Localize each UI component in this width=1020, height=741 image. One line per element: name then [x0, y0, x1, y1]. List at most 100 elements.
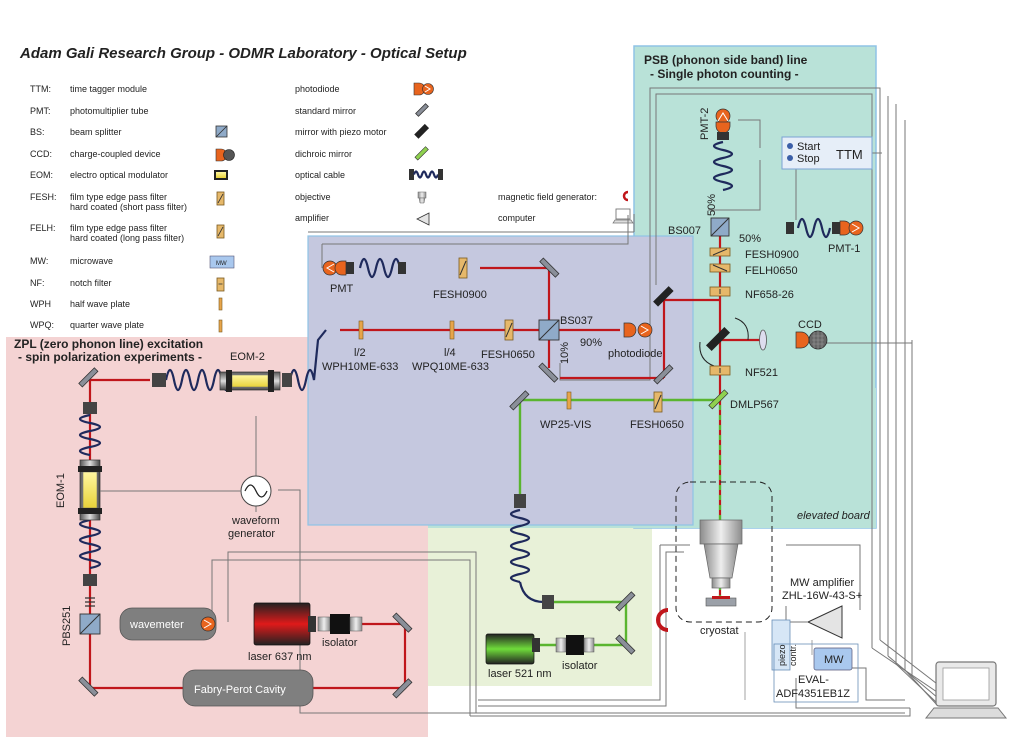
piezo-label-2: contr.	[788, 644, 798, 666]
mw-amplifier	[806, 605, 843, 639]
cryostat-label: cryostat	[700, 625, 739, 637]
start-label: Start	[797, 141, 820, 153]
pmt2-label: PMT-2	[699, 108, 711, 140]
wph-label: WPH10ME-633	[322, 361, 398, 373]
legend-item: standard mirror	[295, 106, 356, 116]
legend-desc: electro optical modulator	[70, 170, 168, 180]
ttm-label: TTM	[836, 147, 863, 162]
laser-637	[253, 602, 316, 646]
fabry-perot-label: Fabry-Perot Cavity	[194, 684, 286, 696]
mirror	[392, 612, 413, 633]
piezo-mirror	[653, 286, 674, 307]
svg-text:MW: MW	[216, 261, 227, 267]
bs037-label: BS037	[560, 315, 593, 327]
pmt-label: PMT	[330, 283, 354, 295]
half-wave-plate-icon	[218, 297, 223, 311]
eval-label-2: ADF4351EB1Z	[776, 688, 850, 700]
psb-title: PSB (phonon side band) line	[644, 53, 808, 67]
pct90-label: 90%	[580, 337, 602, 349]
half-wave-plate	[358, 320, 364, 340]
zpl-subtitle: - spin polarization experiments -	[18, 350, 202, 364]
photodiode-label: photodiode	[608, 348, 662, 360]
legend-abbr: FESH:	[30, 192, 57, 202]
legend-abbr: TTM:	[30, 84, 51, 94]
lens	[759, 329, 767, 351]
mirror	[78, 367, 99, 388]
mirror	[509, 390, 530, 411]
fesh0650b-label: FESH0650	[630, 419, 684, 431]
piezo-mirror-icon	[414, 123, 430, 139]
zpl-title: ZPL (zero phonon line) excitation	[14, 337, 203, 351]
eom-1	[78, 402, 102, 607]
rotation-arrows	[699, 317, 749, 367]
legend-desc: film type edge pass filter	[70, 223, 167, 233]
legend-desc2: hard coated (long pass filter)	[70, 233, 184, 243]
laser637-label: laser 637 nm	[248, 651, 312, 663]
eom2-label: EOM-2	[230, 351, 265, 363]
microwave-icon	[209, 255, 235, 269]
pmt-2	[715, 108, 731, 140]
fesh0900a-label: FESH0900	[745, 249, 799, 261]
signal-wires	[211, 87, 946, 717]
mirror	[539, 257, 560, 278]
isolator-1	[317, 614, 363, 634]
amplifier-icon	[416, 212, 430, 226]
psb-subtitle: - Single photon counting -	[650, 67, 799, 81]
objective-icon	[417, 191, 427, 204]
pmt	[322, 260, 406, 276]
piezo-controller	[771, 619, 791, 671]
mirror	[392, 678, 413, 699]
ccd-label: CCD	[798, 319, 822, 331]
pbs-label: PBS251	[61, 606, 73, 646]
page-title: Adam Gali Research Group - ODMR Laborato…	[19, 45, 467, 62]
notch-filter-icon	[216, 277, 225, 292]
isolator-2	[555, 635, 595, 655]
legend-item: optical cable	[295, 170, 345, 180]
beam-splitters	[79, 217, 730, 635]
felh0650-label: FELH0650	[745, 265, 798, 277]
standard-mirror-icon	[415, 103, 429, 117]
mirror	[653, 364, 674, 385]
filters	[358, 247, 767, 413]
legend-desc: microwave	[70, 256, 113, 266]
legend-mid: photodiode standard mirror mirror with p…	[295, 84, 387, 223]
quarter-wave-label: l/4	[444, 347, 456, 359]
piezo-label-1: piezo	[777, 644, 787, 666]
legend-abbr: CCD:	[30, 149, 52, 159]
wave-plate	[566, 391, 572, 410]
optical-fibers	[78, 140, 832, 604]
legend-desc: notch filter	[70, 278, 112, 288]
eval-board	[773, 643, 859, 703]
legend-desc: quarter wave plate	[70, 320, 144, 330]
wpq-label: WPQ10ME-633	[412, 361, 489, 373]
computer	[924, 661, 1008, 719]
legend-abbr: EOM:	[30, 170, 53, 180]
legend-left-icons: MW	[209, 125, 235, 333]
pct10-label: 10%	[559, 342, 571, 364]
photodiode	[623, 322, 653, 338]
eom1-label: EOM-1	[55, 473, 67, 508]
legend-desc: beam splitter	[70, 127, 122, 137]
ttm-module: Start Stop TTM	[781, 136, 873, 170]
fabry-perot-cavity: Fabry-Perot Cavity	[182, 669, 314, 707]
mirror	[615, 591, 636, 612]
quarter-wave-plate-icon	[218, 319, 223, 333]
fiber-connector	[514, 494, 526, 508]
fesh0900b-label: FESH0900	[433, 289, 487, 301]
legend-abbr: PMT:	[30, 106, 51, 116]
pct50b-label: 50%	[739, 233, 761, 245]
mirrors	[78, 257, 731, 699]
fiber-connector	[542, 595, 554, 609]
mirror	[78, 676, 99, 697]
cryostat	[656, 481, 773, 632]
quarter-wave-plate	[449, 320, 455, 340]
legend-item: photodiode	[295, 84, 340, 94]
mw-amp-label-2: ZHL-16W-43-S+	[782, 590, 862, 602]
optical-cable-icon	[409, 169, 443, 180]
magnet-icon	[622, 190, 629, 202]
legend-abbr: FELH:	[30, 223, 56, 233]
legend-right: magnetic field generator: computer	[498, 192, 597, 223]
legend-item: magnetic field generator:	[498, 192, 597, 202]
legend-left: TTM: time tagger module PMT: photomultip…	[30, 84, 187, 330]
